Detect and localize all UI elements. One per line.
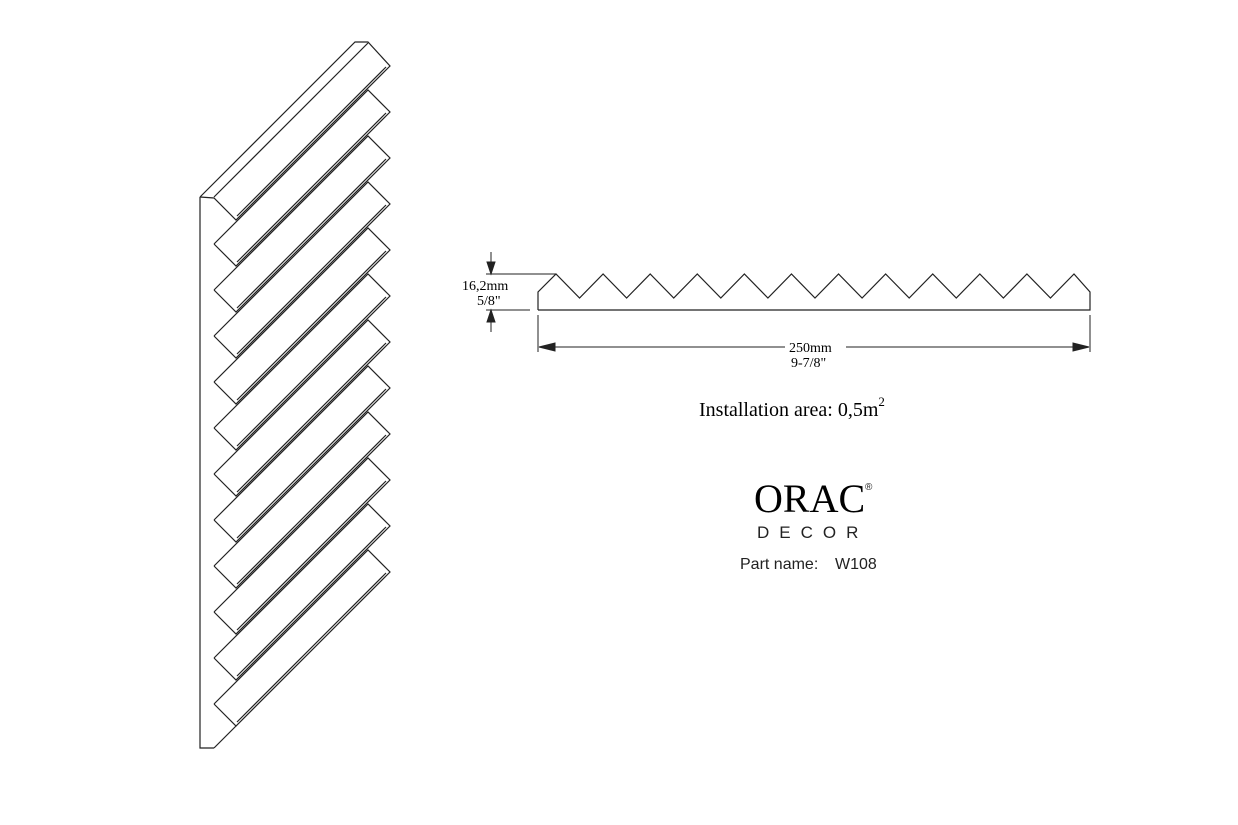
arrowhead-left-icon bbox=[538, 342, 556, 352]
slat-edge-line bbox=[236, 480, 387, 631]
width-metric-label: 250mm bbox=[789, 341, 832, 356]
slat bbox=[199, 41, 391, 221]
slat-edge-line bbox=[236, 572, 387, 723]
slat bbox=[213, 457, 391, 635]
slat-edge-line bbox=[236, 342, 387, 493]
width-imperial-label: 9-7/8" bbox=[791, 356, 826, 371]
slat bbox=[213, 135, 391, 313]
slat-edge-line bbox=[213, 42, 369, 198]
logo-sub: DECOR bbox=[757, 523, 868, 542]
slat-edge-line bbox=[236, 112, 387, 263]
slat bbox=[213, 319, 391, 497]
height-dimension bbox=[486, 252, 556, 332]
height-imperial-label: 5/8" bbox=[477, 294, 501, 309]
slat bbox=[213, 227, 391, 405]
slat bbox=[213, 365, 391, 543]
installation-area-label: Installation area: 0,5m2 bbox=[699, 394, 885, 421]
slat-edge-line bbox=[236, 526, 387, 677]
panel-perspective-view bbox=[199, 41, 391, 749]
installation-area-text: Installation area: 0,5m bbox=[699, 399, 879, 421]
slat bbox=[213, 181, 391, 359]
slat bbox=[213, 549, 391, 727]
slat-edge-line bbox=[236, 250, 387, 401]
part-name-value: W108 bbox=[835, 556, 877, 573]
arrowhead-up-icon bbox=[486, 308, 496, 323]
installation-area-superscript: 2 bbox=[878, 394, 885, 409]
registered-mark: ® bbox=[865, 482, 873, 493]
slat bbox=[213, 89, 391, 267]
slat-edge-line bbox=[236, 158, 387, 309]
part-name-label: Part name: bbox=[740, 556, 818, 573]
logo-brand: ORAC bbox=[754, 476, 865, 521]
slat bbox=[213, 503, 391, 681]
width-dimension bbox=[537, 315, 1091, 352]
slat-edge-line bbox=[236, 296, 387, 447]
zigzag-profile bbox=[537, 273, 1091, 311]
slat-edge-line bbox=[236, 204, 387, 355]
profile-section-view bbox=[537, 273, 1091, 311]
panel-back-edge bbox=[199, 197, 214, 749]
slat-edge-line bbox=[236, 66, 387, 217]
slat-edge-line bbox=[236, 388, 387, 539]
slat bbox=[213, 411, 391, 589]
logo-brand-text: ORAC bbox=[754, 476, 865, 521]
height-metric-label: 16,2mm bbox=[462, 279, 508, 294]
arrowhead-right-icon bbox=[1072, 342, 1090, 352]
arrowhead-down-icon bbox=[486, 261, 496, 276]
slat-edge-line bbox=[236, 434, 387, 585]
panel-bottom-chamfer bbox=[213, 725, 237, 749]
orac-decor-logo: ORAC ® DECOR bbox=[754, 476, 873, 542]
slat bbox=[213, 273, 391, 451]
